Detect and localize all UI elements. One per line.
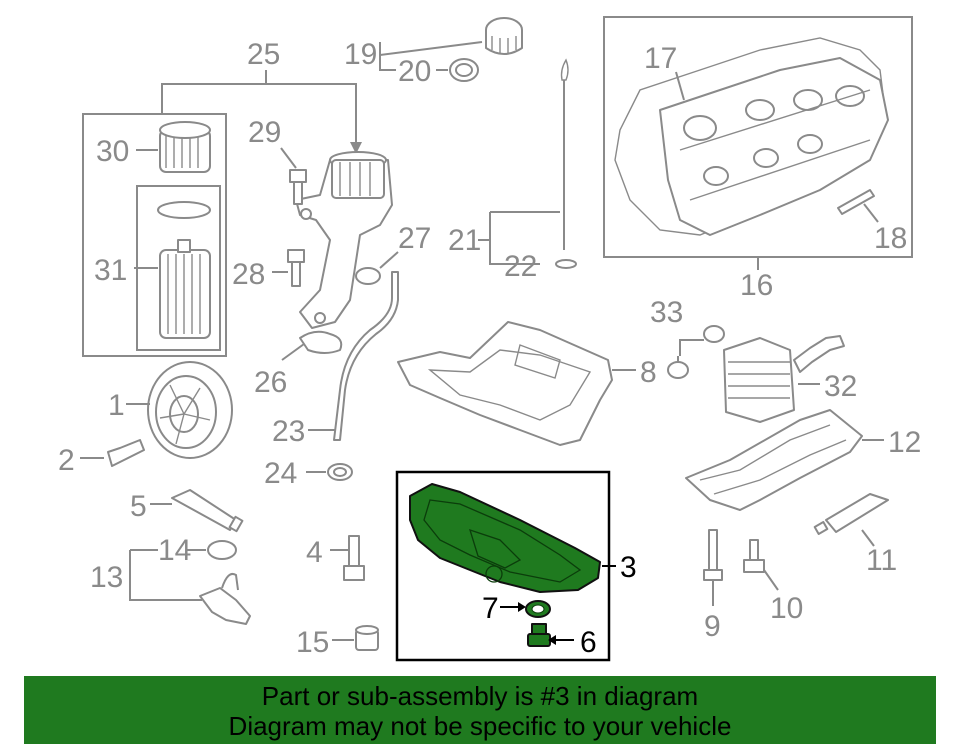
callout-17: 17 (644, 42, 677, 75)
banner-line-1: Part or sub-assembly is #3 in diagram (261, 681, 699, 711)
callout-33: 33 (650, 296, 683, 329)
callout-23: 23 (272, 415, 305, 448)
oil-cooler-group (667, 325, 845, 423)
callout-5: 5 (130, 490, 147, 523)
gasket-27-part (355, 251, 399, 285)
seal-20-part (449, 58, 479, 82)
callout-8: 8 (640, 356, 657, 389)
banner-line-2: Diagram may not be specific to your vehi… (228, 711, 732, 741)
callout-7: 7 (482, 592, 499, 625)
callout-10: 10 (770, 592, 803, 625)
valve-cover-part (659, 57, 889, 236)
filter-housing-group (82, 70, 362, 357)
pickup-tube-part (199, 572, 251, 625)
callout-1: 1 (108, 389, 125, 422)
callout-13: 13 (90, 561, 123, 594)
pulley-part (126, 361, 233, 459)
callout-29: 29 (248, 116, 281, 149)
callout-24: 24 (264, 457, 297, 490)
callout-labels: 1 2 3 4 5 6 7 8 9 10 11 12 13 14 15 16 1… (58, 38, 921, 659)
sealant-tube-11-part (813, 493, 889, 547)
nut-15-part (332, 625, 379, 651)
callout-19: 19 (344, 38, 377, 71)
sealant-tube-5-part (150, 489, 244, 533)
callout-32: 32 (824, 370, 857, 403)
valve-cover-group (603, 16, 913, 270)
callout-26: 26 (254, 366, 287, 399)
dipstick-tube-part (306, 271, 399, 481)
bolt-4-part (330, 535, 365, 581)
bolt-28-part (272, 249, 305, 287)
callout-31: 31 (94, 254, 127, 287)
upper-oil-pan-part (397, 321, 636, 446)
dipstick-part (478, 58, 577, 269)
drain-plug-6-part (527, 623, 551, 647)
lower-oil-pan-part (409, 483, 601, 593)
bolt-18-part (837, 189, 879, 223)
bolt-2-part (80, 439, 145, 467)
callout-9: 9 (704, 610, 721, 643)
callout-20: 20 (398, 55, 431, 88)
callout-30: 30 (96, 135, 129, 168)
highlighted-part-box (395, 470, 616, 662)
filter-element-part (157, 201, 211, 339)
oil-pickup-group (129, 540, 251, 625)
seal-7-part (525, 600, 551, 618)
seal-24-part (327, 463, 353, 481)
callout-12: 12 (888, 426, 921, 459)
callout-4: 4 (306, 536, 323, 569)
callout-22: 22 (504, 250, 537, 283)
callout-21: 21 (448, 224, 481, 257)
callout-11: 11 (866, 544, 897, 577)
callout-2: 2 (58, 444, 75, 477)
callout-3: 3 (620, 551, 637, 584)
oil-cap-group (379, 17, 523, 82)
bolt-9-part (703, 529, 723, 606)
bolt-29-part (280, 147, 307, 205)
gasket-26-part (281, 330, 343, 361)
oil-cooler-part (723, 335, 845, 423)
callout-25: 25 (247, 38, 280, 71)
bolt-10-part (743, 539, 779, 591)
oil-filter-housing-part (295, 151, 393, 329)
callout-6: 6 (580, 626, 597, 659)
callout-15: 15 (296, 626, 329, 659)
callout-18: 18 (874, 222, 907, 255)
baffle-12-part (685, 409, 884, 511)
filter-cap-part (159, 121, 211, 173)
callout-14: 14 (158, 534, 191, 567)
callout-16: 16 (740, 269, 773, 302)
oil-filler-cap-part (485, 17, 523, 55)
callout-27: 27 (398, 222, 431, 255)
callout-28: 28 (232, 258, 265, 291)
info-banner: Part or sub-assembly is #3 in diagram Di… (24, 676, 936, 744)
